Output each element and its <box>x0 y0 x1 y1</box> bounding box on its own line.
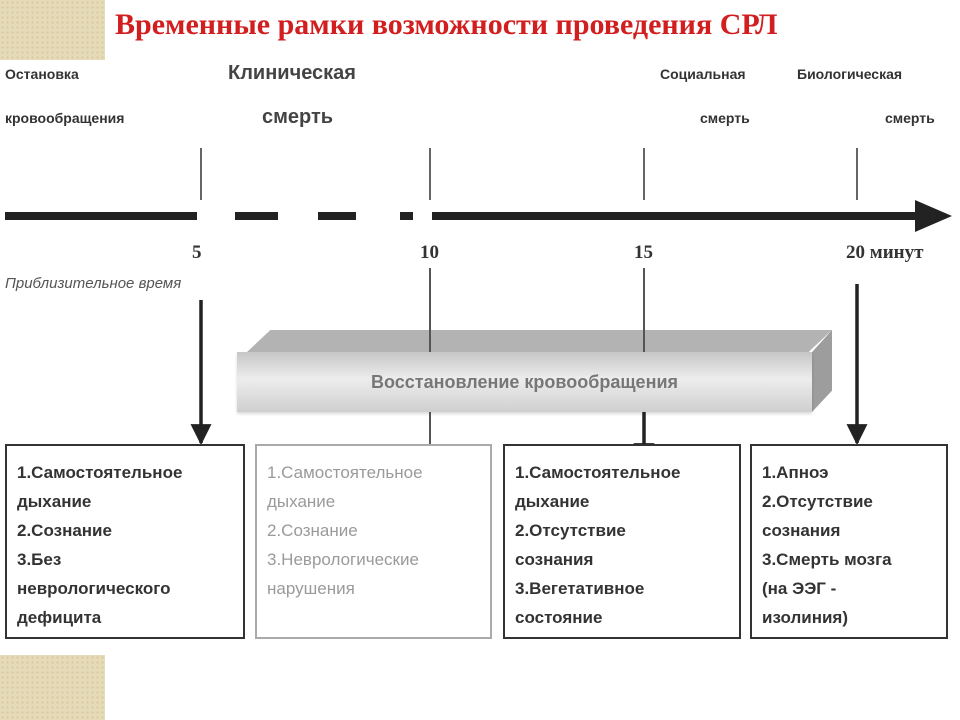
slide-title: Временные рамки возможности проведения С… <box>115 8 778 41</box>
outcome-item: 2.Сознание <box>17 521 112 540</box>
outcome-item: 3.Без неврологического дефицита <box>17 550 171 627</box>
outcome-item: 2.Сознание <box>267 521 358 540</box>
recovery-bar-label: Восстановление кровообращения <box>370 371 679 392</box>
outcome-item: 3.Смерть мозга (на ЭЭГ - изолиния) <box>762 550 892 627</box>
label-social-death-line2: смерть <box>700 110 750 126</box>
tick-label-5: 5 <box>192 242 202 263</box>
label-circulation-stop-line2: кровообращения <box>5 110 125 126</box>
label-circulation-stop-line1: Остановка <box>5 66 79 82</box>
decorative-corner-top <box>0 0 105 60</box>
recovery-bar-top-face <box>247 330 832 352</box>
tick-marks-upper <box>200 148 858 200</box>
recovery-bar: Восстановление кровообращения <box>237 352 812 412</box>
decorative-corner-bottom <box>0 655 105 720</box>
label-clinical-death-line1: Клиническая <box>228 62 356 84</box>
label-biological-death-line1: Биологическая <box>797 66 903 82</box>
label-social-death-line1: Социальная <box>660 66 746 82</box>
outcome-item: 1.Самостоятельное дыхание <box>515 463 681 511</box>
outcome-item: 2.Отсутствие сознания <box>515 521 626 569</box>
outcome-box-20-min: 1.Апноэ 2.Отсутствие сознания 3.Смерть м… <box>750 444 948 639</box>
outcome-box-10-min: 1.Самостоятельное дыхание 2.Сознание 3.Н… <box>255 444 492 639</box>
tick-label-15: 15 <box>634 242 653 263</box>
outcome-box-15-min: 1.Самостоятельное дыхание 2.Отсутствие с… <box>503 444 741 639</box>
outcome-item: 1.Самостоятельное дыхание <box>267 463 423 511</box>
tick-label-10: 10 <box>420 242 439 263</box>
outcome-item: 1.Самостоятельное дыхание <box>17 463 183 511</box>
tick-label-20-minutes: 20 минут <box>846 242 924 263</box>
outcome-arrows <box>190 284 868 465</box>
outcome-item: 3.Неврологические нарушения <box>267 550 419 598</box>
outcome-item: 1.Апноэ <box>762 463 829 482</box>
outcome-item: 2.Отсутствие сознания <box>762 492 873 540</box>
approximate-time-label: Приблизительное время <box>5 275 182 292</box>
recovery-bar-side-face <box>812 330 832 412</box>
label-biological-death-line2: смерть <box>885 110 935 126</box>
label-clinical-death-line2: смерть <box>262 106 334 128</box>
outcome-box-5-min: 1.Самостоятельное дыхание 2.Сознание 3.Б… <box>5 444 245 639</box>
outcome-item: 3.Вегетативное состояние <box>515 579 645 627</box>
axis-arrowhead <box>915 200 952 232</box>
tick-marks-lower <box>429 268 645 444</box>
